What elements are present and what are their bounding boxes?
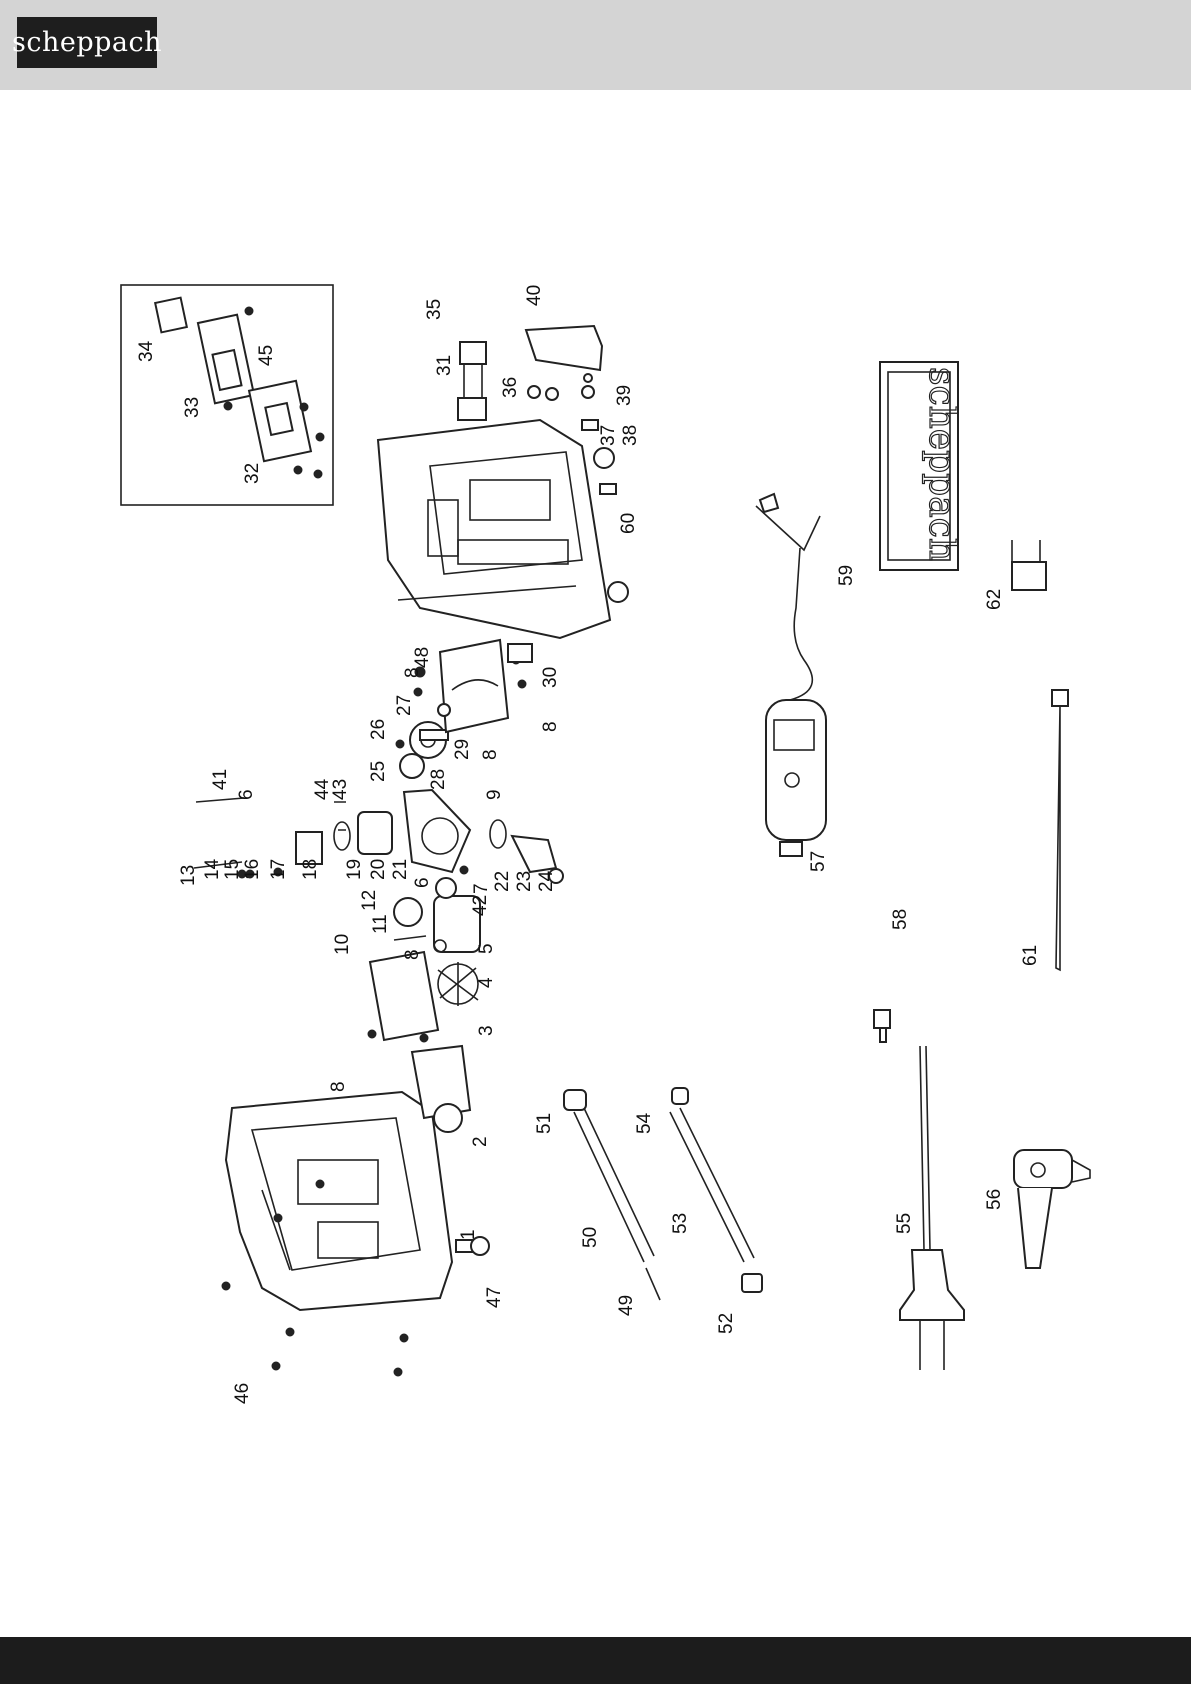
callout-54: 54 — [634, 1112, 655, 1134]
callout-35: 35 — [424, 299, 445, 320]
callout-40: 40 — [524, 285, 545, 306]
callout-18: 18 — [300, 859, 321, 880]
callout-52: 52 — [716, 1313, 737, 1334]
exploded-parts-diagram: scheppach 1 2 3 4 5 6 6 7 8 8 8 8 8 9 10… — [0, 90, 1191, 1637]
callout-10: 10 — [332, 934, 353, 955]
callout-21: 21 — [390, 859, 411, 880]
callout-55: 55 — [894, 1213, 915, 1234]
callout-12: 12 — [359, 890, 380, 911]
callout-44: 44 — [312, 778, 333, 800]
callout-2: 2 — [470, 1136, 491, 1147]
badge-text: scheppach — [921, 367, 962, 561]
callout-13: 13 — [178, 865, 199, 886]
callout-58: 58 — [890, 909, 911, 930]
callout-30: 30 — [540, 667, 561, 688]
callout-32: 32 — [242, 463, 263, 484]
callout-28: 28 — [428, 769, 449, 790]
callout-11: 11 — [370, 914, 391, 934]
callout-6a: 6 — [236, 789, 257, 800]
callout-8c: 8 — [480, 749, 501, 760]
callout-49: 49 — [616, 1295, 637, 1316]
callout-4: 4 — [476, 977, 497, 988]
callout-26: 26 — [368, 719, 389, 740]
callout-9: 9 — [484, 789, 505, 800]
callout-31: 31 — [434, 355, 455, 376]
callout-57: 57 — [808, 851, 829, 872]
cable-tie-61-part — [1052, 690, 1068, 970]
callout-8e: 8 — [402, 949, 423, 960]
callout-45: 45 — [256, 345, 277, 366]
callout-56: 56 — [984, 1189, 1005, 1210]
cable-12v-part — [756, 494, 890, 1042]
label-62-part — [1012, 540, 1046, 590]
callout-50: 50 — [580, 1227, 601, 1248]
callout-7: 7 — [471, 883, 492, 894]
callout-41: 41 — [210, 769, 231, 790]
brand-logo: scheppach — [17, 17, 157, 68]
callout-29: 29 — [452, 739, 473, 760]
callout-8b: 8 — [402, 667, 423, 678]
callout-38: 38 — [620, 425, 641, 446]
power-cable-55-part — [900, 1046, 964, 1370]
callout-15: 15 — [222, 859, 243, 880]
callout-53: 53 — [670, 1213, 691, 1234]
callout-43: 43 — [330, 779, 351, 800]
callout-59: 59 — [836, 565, 857, 586]
page-header: scheppach — [0, 0, 1191, 90]
callout-33: 33 — [182, 397, 203, 418]
callout-14: 14 — [202, 858, 223, 880]
callout-8d: 8 — [540, 721, 561, 732]
badge-59-part: scheppach — [880, 362, 962, 570]
callout-17: 17 — [268, 859, 289, 880]
valve-adapter-56-part — [1014, 1150, 1090, 1268]
callout-25: 25 — [368, 761, 389, 782]
callout-48: 48 — [412, 647, 433, 668]
upper-housing-part — [378, 420, 610, 638]
callout-20: 20 — [368, 859, 389, 880]
display-module-part — [155, 298, 324, 478]
callout-8a: 8 — [328, 1081, 349, 1092]
callout-51: 51 — [534, 1113, 555, 1134]
callout-46: 46 — [232, 1383, 253, 1404]
callout-62: 62 — [984, 589, 1005, 610]
callout-60: 60 — [618, 513, 639, 534]
page-footer — [0, 1637, 1191, 1684]
callout-42: 42 — [470, 895, 491, 916]
callout-19: 19 — [344, 859, 365, 880]
callout-23: 23 — [514, 871, 535, 892]
lower-housing-part — [226, 1092, 452, 1310]
hose-53-part — [670, 1088, 762, 1292]
callout-61: 61 — [1020, 945, 1041, 966]
callout-1: 1 — [458, 1229, 479, 1240]
callout-3: 3 — [476, 1025, 497, 1036]
callout-24: 24 — [536, 870, 557, 892]
callout-5: 5 — [476, 943, 497, 954]
callout-16: 16 — [242, 859, 263, 880]
callout-6b: 6 — [412, 877, 433, 888]
cover-40-part — [526, 326, 602, 370]
callout-39: 39 — [614, 385, 635, 406]
callout-27: 27 — [394, 695, 415, 716]
callout-36: 36 — [500, 377, 521, 398]
callout-37: 37 — [598, 425, 619, 446]
callout-47: 47 — [484, 1287, 505, 1308]
callout-34: 34 — [136, 340, 157, 362]
callout-22: 22 — [492, 871, 513, 892]
